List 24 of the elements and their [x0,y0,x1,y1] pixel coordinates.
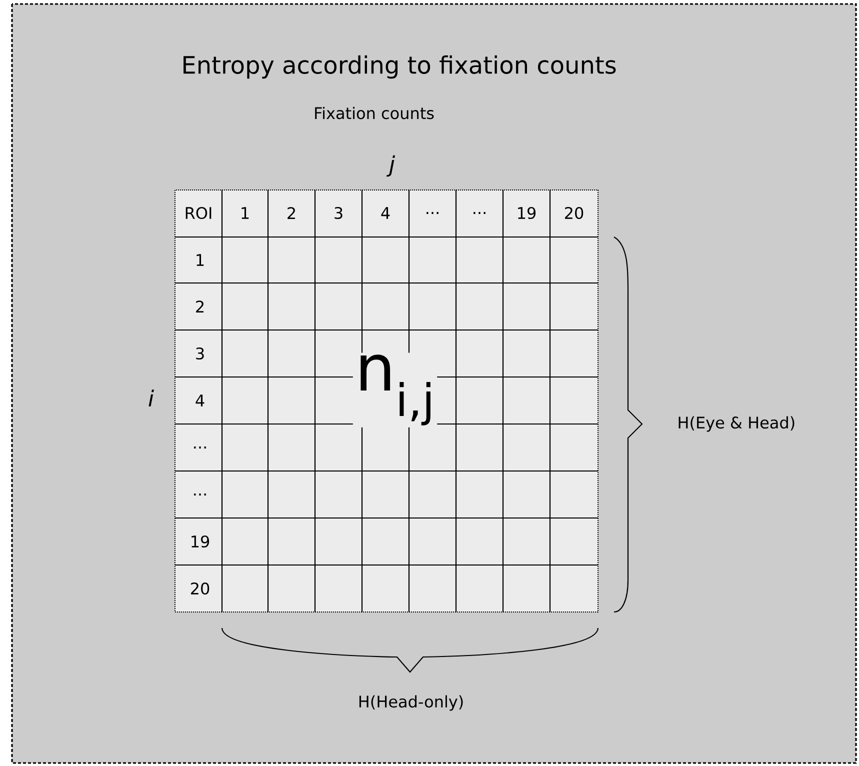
axis-label: i [148,390,154,406]
column-header: ... [474,212,486,214]
brace-label: H(Head-only) [359,695,463,711]
table-caption: Fixation counts [315,106,434,120]
row-header: ... [194,446,206,448]
title: Entropy according to fixation counts [184,55,616,79]
column-header: ... [426,212,438,214]
cell-formula: n$_{i,j}$ [352,352,438,428]
column-header: 19 [518,206,536,220]
row-header: 4 [196,394,204,406]
column-header: ROI [186,206,212,220]
column-header: 20 [565,206,584,220]
column-header: 2 [288,207,295,219]
column-header: 1 [242,207,249,219]
brace-label: H(Eye & Head) [678,416,794,432]
row-header: 20 [191,582,210,595]
row-header: 2 [196,300,204,312]
row-header: 19 [192,535,210,548]
axis-label: j [386,155,396,177]
row-header: 3 [196,347,204,360]
column-header: 3 [334,206,342,220]
row-header: 1 [196,254,204,266]
row-header: ... [194,494,206,496]
column-header: 4 [381,207,390,219]
